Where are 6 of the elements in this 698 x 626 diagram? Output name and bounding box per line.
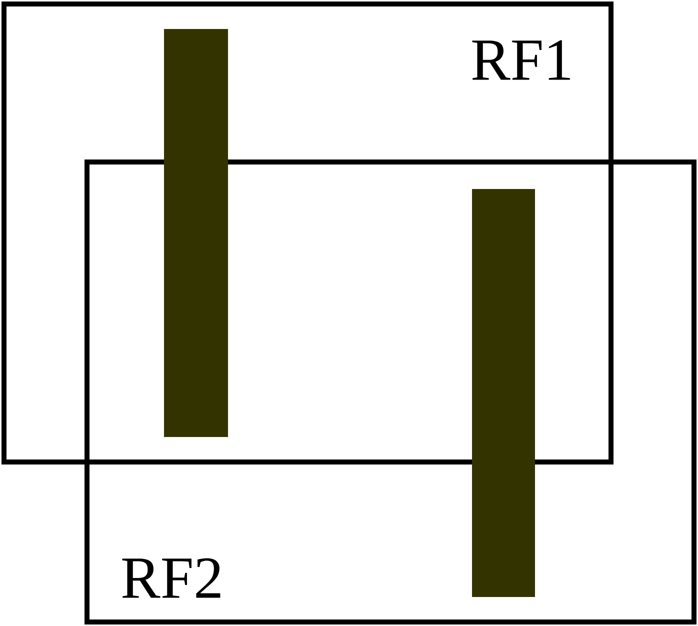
bar-stimulus (472, 189, 535, 597)
bar-stimulus (164, 29, 228, 437)
field-label: RF1 (472, 40, 570, 80)
field-label: RF2 (122, 558, 220, 598)
field-rectangle (2, 2, 614, 464)
field-rectangle (84, 160, 696, 624)
